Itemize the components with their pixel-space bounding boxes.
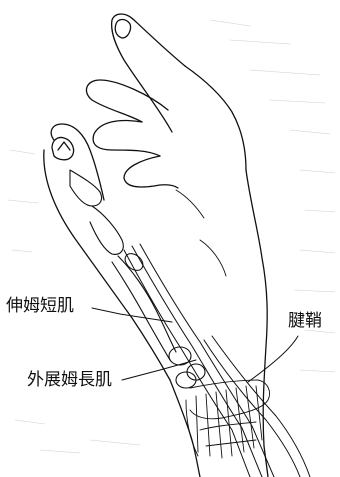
- tendon-sheath-drawing: [186, 380, 270, 458]
- hand-outline: [44, 14, 268, 477]
- tendons: [124, 244, 310, 477]
- leader-line-long-abductor: [122, 360, 196, 380]
- label-extensor-pollicis-brevis: 伸姆短肌: [6, 298, 74, 315]
- leader-line-tendon-sheath: [248, 336, 298, 382]
- label-tendon-sheath: 腱鞘: [288, 313, 322, 330]
- label-abductor-pollicis-longus: 外展姆長肌: [27, 372, 112, 389]
